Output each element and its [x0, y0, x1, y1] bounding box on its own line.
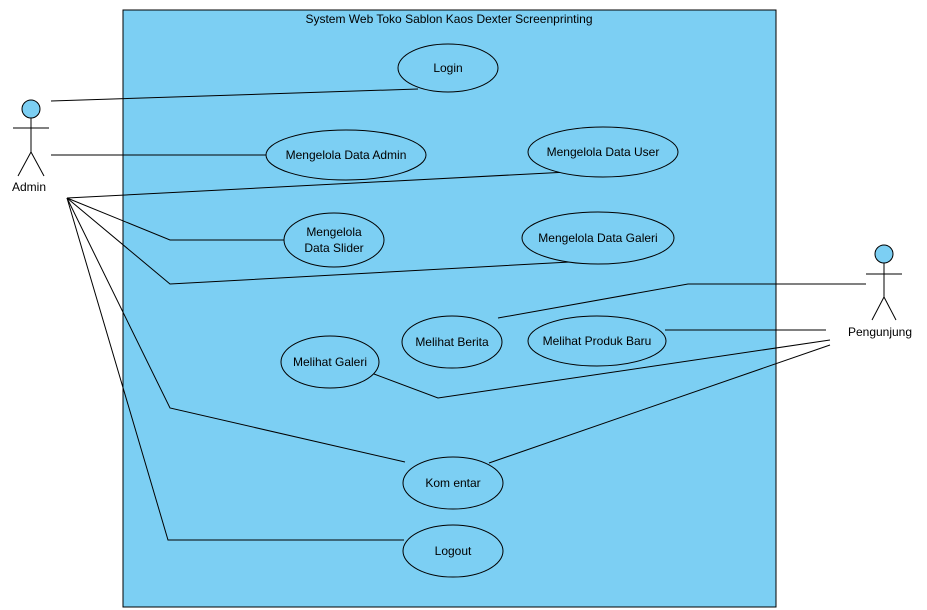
stick-figure-icon [13, 99, 49, 177]
association-admin-mengelola-galeri [66, 197, 571, 285]
use-case-ellipse [402, 456, 504, 510]
use-case-ellipse [397, 43, 499, 93]
use-case-label: Logout [435, 544, 472, 558]
use-case-label: Mengelola Data User [547, 145, 660, 159]
use-case-mengelola-data-user[interactable]: Mengelola Data User [527, 126, 679, 178]
association-admin-mengelola-slider [66, 197, 286, 241]
actor-label: Pengunjung [848, 325, 912, 339]
use-case-ellipse [527, 126, 679, 178]
use-case-label-line2: Data Slider [304, 241, 363, 255]
system-boundary [122, 9, 777, 608]
actor-pengunjung[interactable]: Pengunjung [848, 244, 912, 339]
actor-head [21, 99, 41, 119]
system-title: System Web Toko Sablon Kaos Dexter Scree… [305, 12, 592, 26]
use-case-label: Mengelola Data Admin [286, 148, 407, 162]
actor-label: Admin [12, 180, 46, 194]
actor-admin[interactable]: Admin [12, 99, 49, 194]
actor-head [874, 244, 894, 264]
association-pengunjung-melihat-galeri [373, 339, 831, 399]
use-case-mengelola-data-slider[interactable]: Mengelola Data Slider [283, 212, 385, 268]
use-case-login[interactable]: Login [397, 43, 499, 93]
use-case-melihat-berita[interactable]: Melihat Berita [401, 315, 503, 369]
use-case-label: Login [433, 61, 462, 75]
use-case-ellipse [401, 315, 503, 369]
use-case-label: Kom entar [425, 476, 480, 490]
use-case-label: Melihat Berita [415, 335, 489, 349]
association-pengunjung-komentar [488, 344, 831, 464]
use-case-label-line1: Mengelola [306, 225, 362, 239]
use-case-komentar[interactable]: Kom entar [402, 456, 504, 510]
use-case-ellipse [283, 212, 385, 268]
use-case-label: Mengelola Data Galeri [538, 231, 657, 245]
association-admin-logout [66, 197, 404, 541]
use-case-melihat-galeri[interactable]: Melihat Galeri [280, 335, 380, 389]
use-case-ellipse [280, 335, 380, 389]
pengunjung-associations [373, 283, 866, 464]
use-case-ellipse [265, 129, 427, 181]
use-case-ellipse [521, 211, 675, 265]
stick-figure-icon [866, 244, 902, 321]
use-case-mengelola-data-galeri[interactable]: Mengelola Data Galeri [521, 211, 675, 265]
use-case-melihat-produk-baru[interactable]: Melihat Produk Baru [527, 315, 667, 367]
association-admin-mengelola-user [66, 171, 569, 199]
use-case-ellipse [527, 315, 667, 367]
association-pengunjung-melihat-berita [497, 283, 866, 319]
admin-associations [50, 88, 571, 541]
use-case-label: Melihat Produk Baru [543, 334, 652, 348]
association-admin-login [50, 88, 419, 102]
use-case-mengelola-data-admin[interactable]: Mengelola Data Admin [265, 129, 427, 181]
use-case-logout[interactable]: Logout [402, 524, 504, 578]
use-case-label: Melihat Galeri [293, 355, 367, 369]
association-admin-komentar [66, 197, 406, 463]
use-case-ellipse [402, 524, 504, 578]
